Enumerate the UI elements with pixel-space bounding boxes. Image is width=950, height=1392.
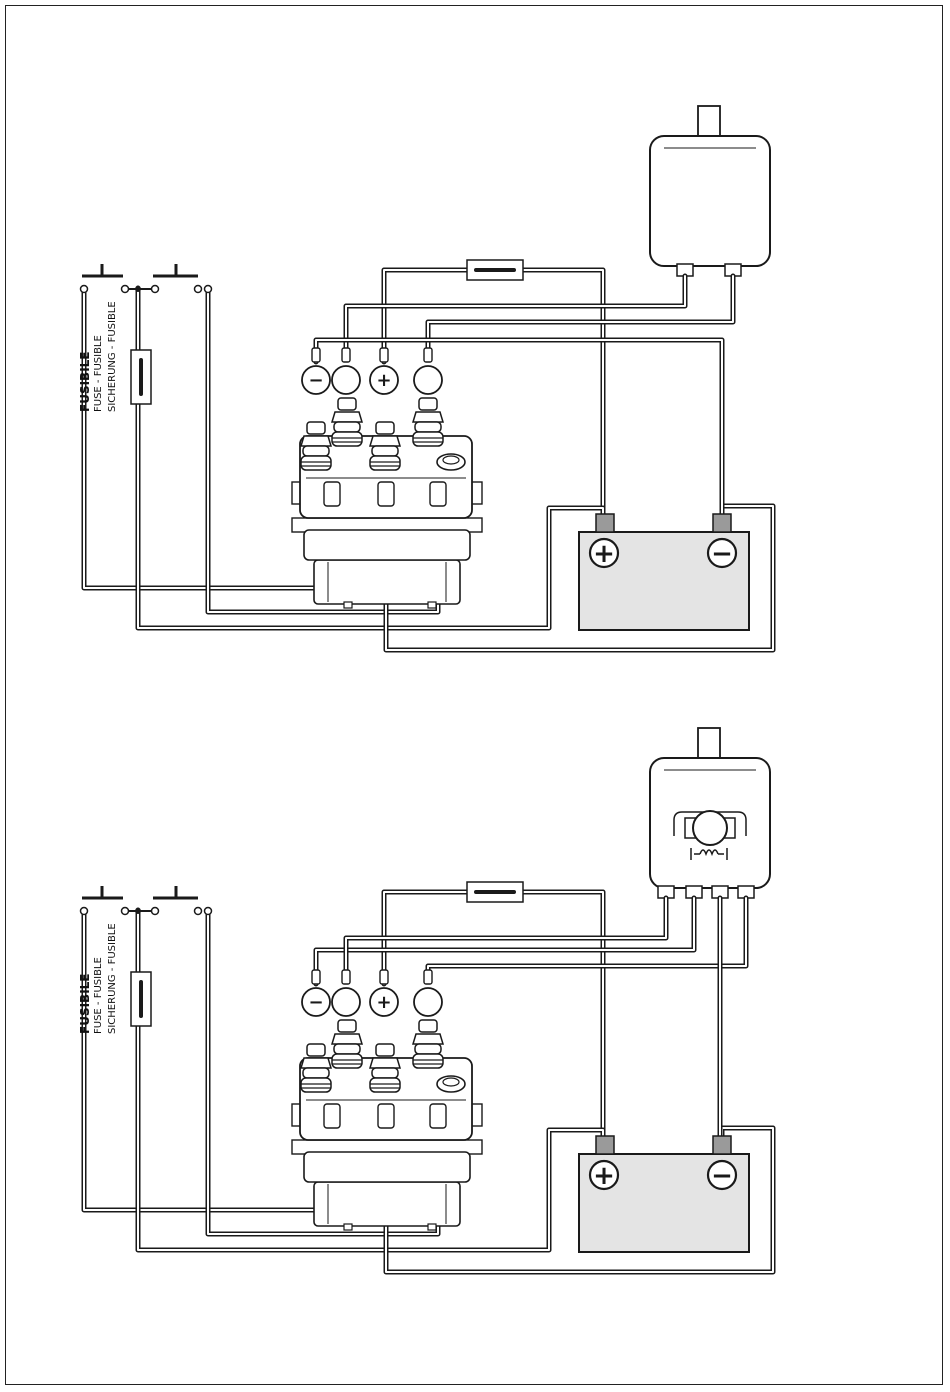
ring-polarity-label: − [308, 370, 323, 391]
winch-motor [650, 106, 770, 276]
ring-polarity-label: + [376, 370, 391, 391]
winch-motor [650, 728, 770, 898]
push-button-icon [82, 264, 123, 276]
fuse-label-line3: SICHERUNG - FUSIBLE [106, 923, 120, 1034]
ring-polarity-label: − [308, 992, 323, 1013]
push-button-icon [153, 264, 198, 276]
ring-terminal [332, 970, 360, 1016]
coil-terminal [378, 482, 394, 506]
fuse-label-line2: FUSE - FUSIBLE [92, 301, 106, 412]
fuse-label-top: FUSIBILE FUSE - FUSIBLE SICHERUNG - FUSI… [78, 301, 120, 412]
push-button-switches [81, 264, 212, 293]
ring-terminal [414, 348, 442, 394]
ring-terminal: + [370, 348, 398, 394]
battery-negative-label: − [711, 539, 733, 569]
motor-shaft [698, 728, 720, 758]
ring-terminals: −+ [302, 348, 442, 394]
solenoid [292, 398, 482, 608]
wiring-diagram-top: −++− [81, 106, 774, 650]
armature-icon [693, 811, 727, 845]
control-fuse [131, 350, 151, 404]
coil-terminal [430, 1104, 446, 1128]
battery-positive-post [596, 1136, 614, 1154]
coil-terminal [324, 1104, 340, 1128]
fuse-label-bottom: FUSIBILE FUSE - FUSIBLE SICHERUNG - FUSI… [78, 923, 120, 1034]
push-button-switches [81, 886, 212, 915]
motor-shaft [698, 106, 720, 136]
ring-polarity-label: + [376, 992, 391, 1013]
terminal-stud [301, 422, 331, 470]
terminal-stud [332, 398, 362, 446]
ring-terminal: − [302, 348, 330, 394]
coil-terminal [430, 482, 446, 506]
wiring-diagram-bottom: −++− [81, 728, 774, 1272]
ring-terminal [332, 348, 360, 394]
coil-terminal [378, 1104, 394, 1128]
ring-terminal: − [302, 970, 330, 1016]
fuse-label-line1: FUSIBILE [78, 923, 92, 1034]
battery-positive-label: + [593, 1161, 615, 1191]
terminal-stud [370, 1044, 400, 1092]
ring-terminals: −+ [302, 970, 442, 1016]
wire-motor-c [428, 898, 746, 970]
battery-positive-post [596, 514, 614, 532]
ring-terminal [414, 970, 442, 1016]
terminal-stud [332, 1020, 362, 1068]
solenoid [292, 1020, 482, 1230]
battery-negative-post [713, 514, 731, 532]
control-fuse [131, 972, 151, 1026]
fuse-label-line2: FUSE - FUSIBLE [92, 923, 106, 1034]
ring-terminal: + [370, 970, 398, 1016]
battery: +− [579, 1136, 749, 1252]
terminal-stud [413, 398, 443, 446]
battery-positive-label: + [593, 539, 615, 569]
wire-motor-b [346, 898, 666, 970]
inline-fuse [467, 260, 523, 280]
inline-fuse [467, 882, 523, 902]
terminal-stud [413, 1020, 443, 1068]
fuse-label-line3: SICHERUNG - FUSIBLE [106, 301, 120, 412]
terminal-stud [301, 1044, 331, 1092]
battery-negative-post [713, 1136, 731, 1154]
wire-motor-a [346, 276, 685, 348]
terminal-stud [370, 422, 400, 470]
push-button-icon [153, 886, 198, 898]
fuse-label-line1: FUSIBILE [78, 301, 92, 412]
battery-negative-label: − [711, 1161, 733, 1191]
push-button-icon [82, 886, 123, 898]
wire-motor-a [316, 898, 694, 984]
coil-terminal [324, 482, 340, 506]
battery: +− [579, 514, 749, 630]
